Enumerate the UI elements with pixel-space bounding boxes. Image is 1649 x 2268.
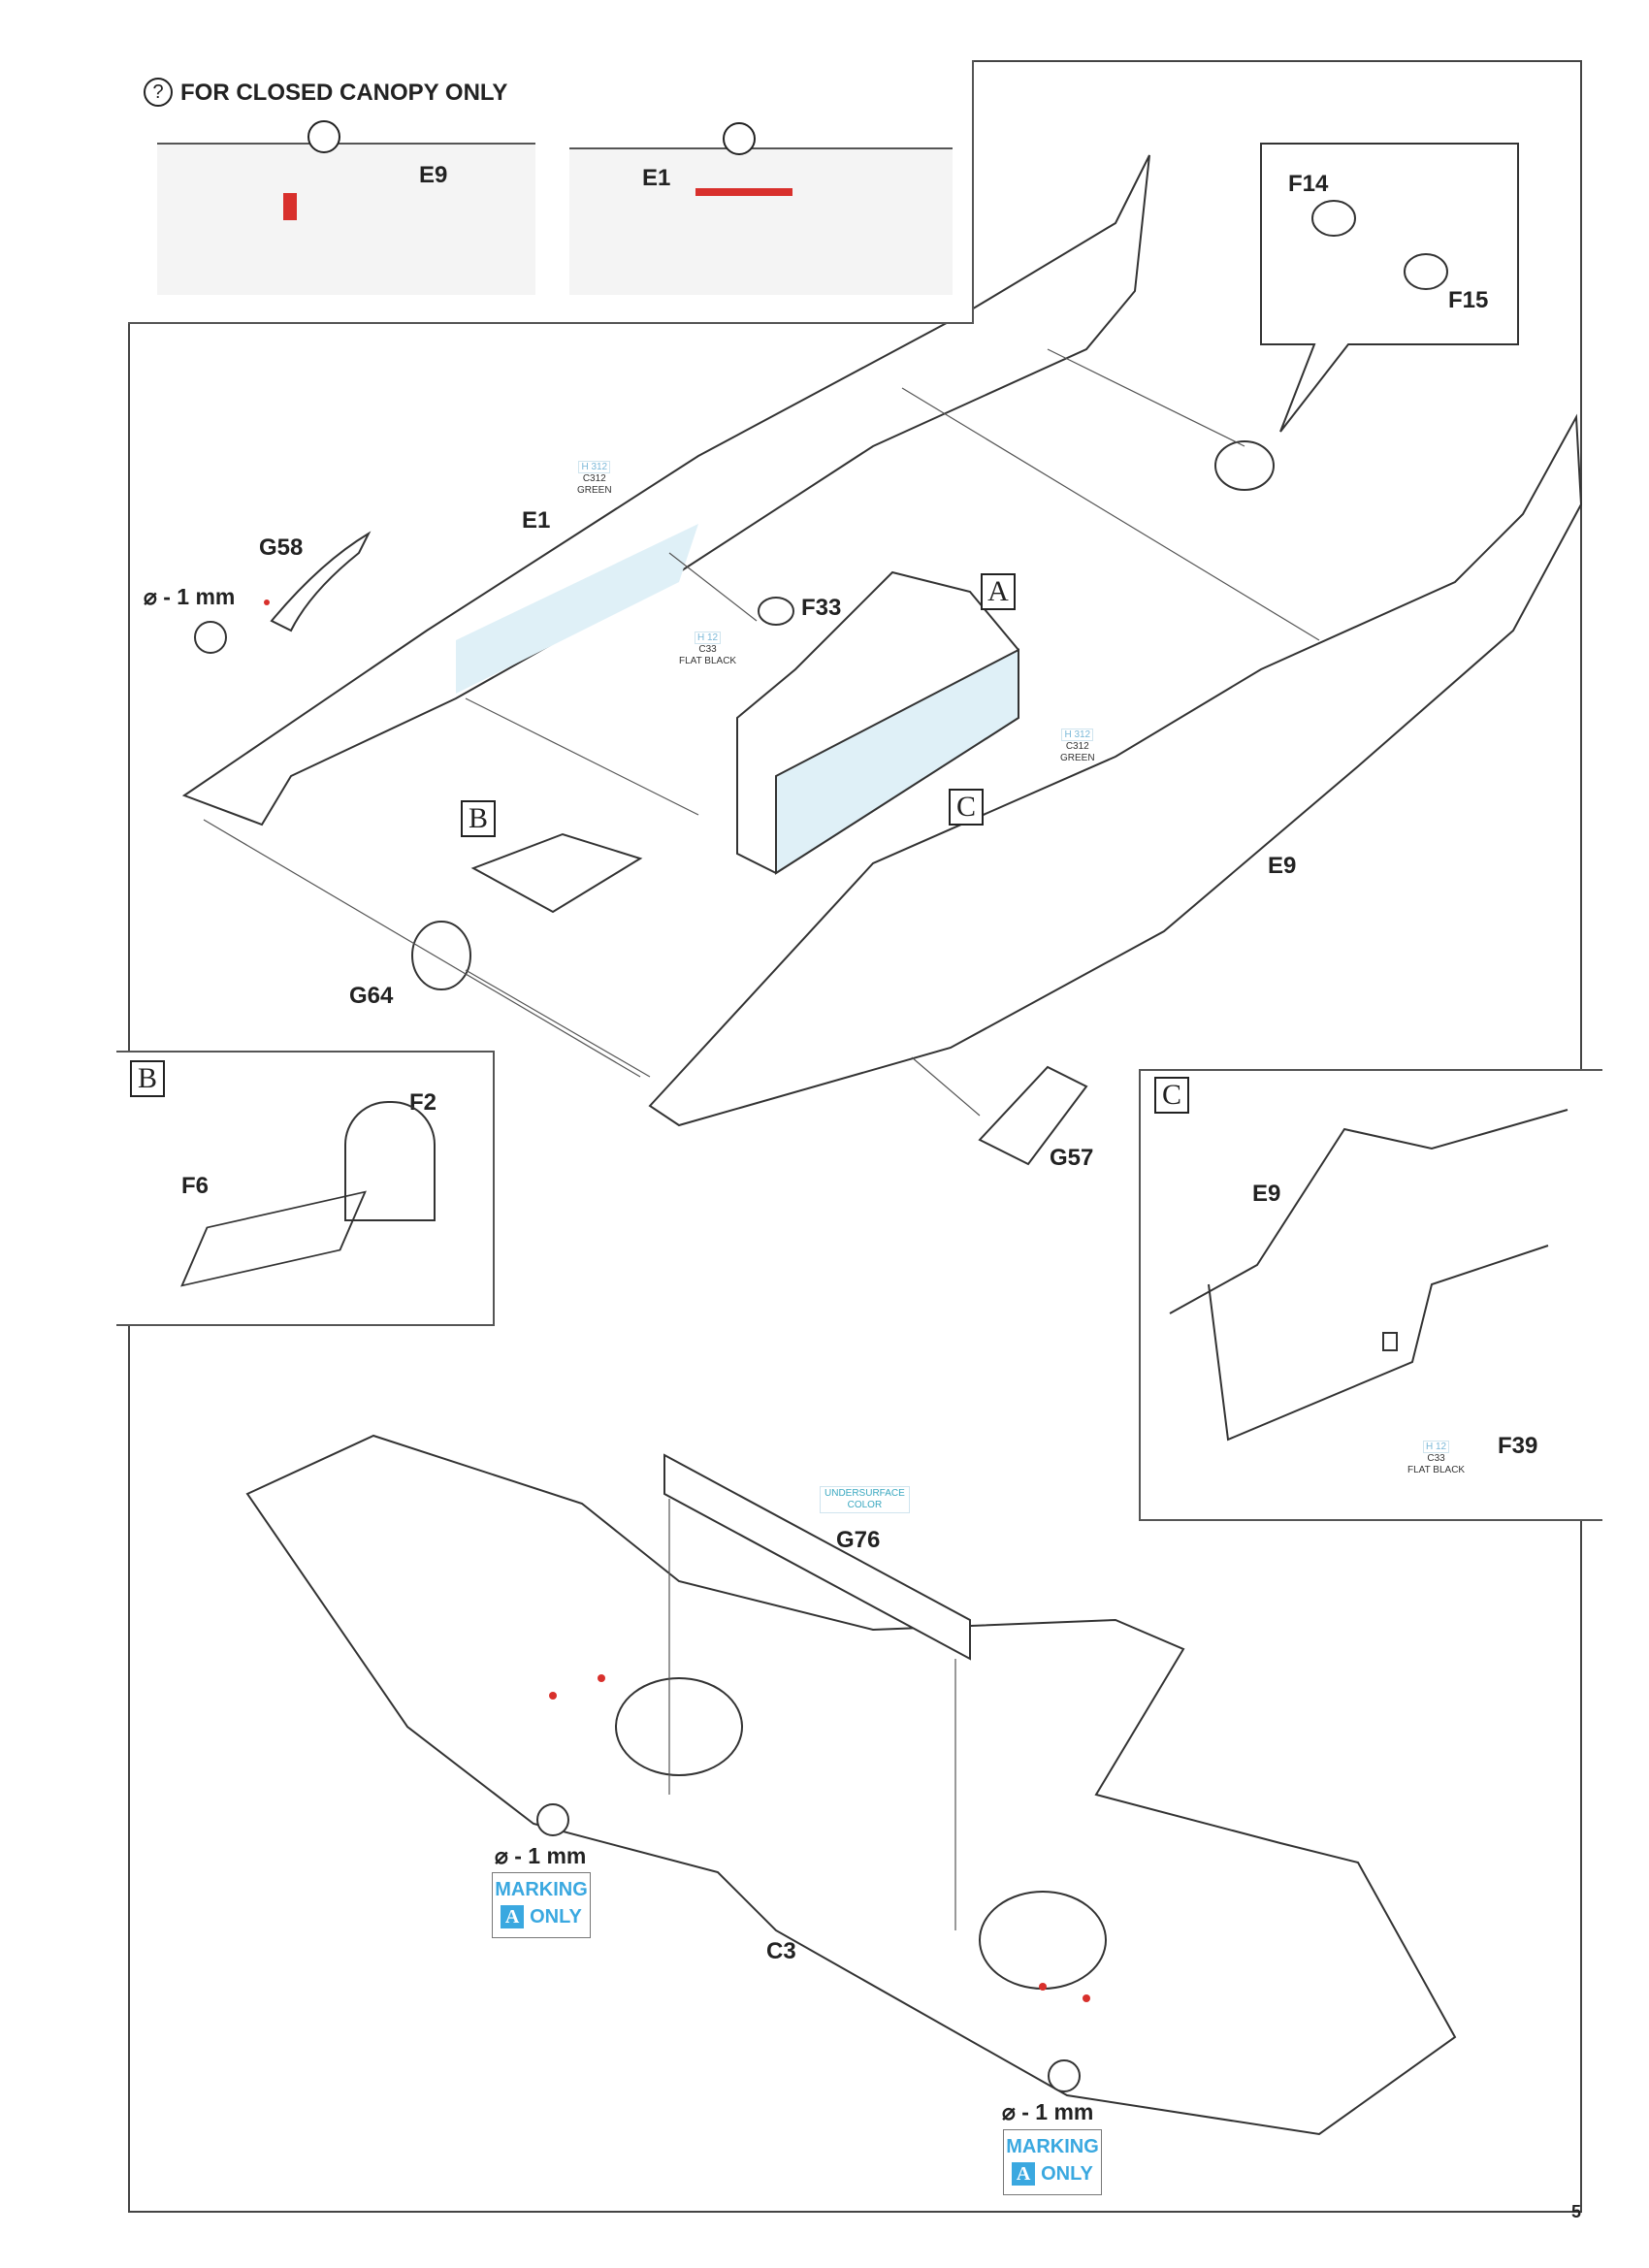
wing-c3: [245, 1434, 1457, 2136]
canopy-e1-label: E1: [642, 165, 671, 191]
part-f33: [758, 597, 794, 626]
label-f6: F6: [181, 1173, 210, 1199]
part-g76: [663, 1453, 971, 1661]
subassembly-ref-c: C: [949, 789, 984, 826]
label-f39: F39: [1498, 1433, 1538, 1459]
panel-b-ref: B: [130, 1060, 165, 1097]
label-g64: G64: [349, 983, 394, 1009]
drill-size-label: ⌀ - 1 mm: [144, 584, 236, 609]
label-f33: F33: [801, 595, 842, 621]
part-f2: [344, 1101, 436, 1221]
page-number: 5: [1571, 2202, 1582, 2221]
canopy-e9-label: E9: [419, 162, 448, 188]
e9-detail-drawing: [1169, 1109, 1568, 1442]
question-circle-icon: ?: [144, 78, 173, 107]
panel-c-ref: C: [1154, 1077, 1189, 1114]
detail-panel-b: B F2 F6: [116, 1051, 495, 1326]
part-b-floor: [470, 832, 643, 914]
canopy-e9-drawing: [157, 120, 535, 295]
part-g64: [411, 921, 471, 990]
label-e9-detail: E9: [1252, 1181, 1281, 1207]
label-f14: F14: [1288, 171, 1329, 197]
label-g58: G58: [259, 535, 304, 561]
label-e1: E1: [522, 507, 551, 534]
closed-canopy-panel: ? FOR CLOSED CANOPY ONLY E9 E1: [128, 60, 974, 324]
subassembly-ref-a: A: [981, 573, 1016, 610]
drill-bit-icon: [194, 621, 1081, 2092]
canopy-panel-title: FOR CLOSED CANOPY ONLY: [180, 80, 508, 106]
part-g57: [978, 1065, 1088, 1166]
subassembly-ref-b: B: [461, 800, 496, 837]
part-f14-f15-assembled: [1214, 440, 1275, 491]
drill-size-label-1: ⌀ - 1 mm: [495, 1843, 587, 1868]
label-c3: C3: [766, 1938, 796, 1964]
label-g57: G57: [1050, 1145, 1094, 1171]
part-f6: [180, 1190, 367, 1287]
cockpit-side-paint: [775, 648, 1019, 875]
fuselage-e9: [648, 413, 1583, 1127]
part-g58: [270, 531, 372, 632]
label-f15: F15: [1448, 287, 1489, 313]
canopy-e1-drawing: [569, 122, 953, 295]
cockpit-paint-area: [456, 524, 698, 694]
label-g76: G76: [836, 1527, 881, 1553]
drill-size-label-2: ⌀ - 1 mm: [1002, 2099, 1094, 2124]
fuselage-e1: [181, 154, 1150, 826]
label-e9: E9: [1268, 853, 1297, 879]
